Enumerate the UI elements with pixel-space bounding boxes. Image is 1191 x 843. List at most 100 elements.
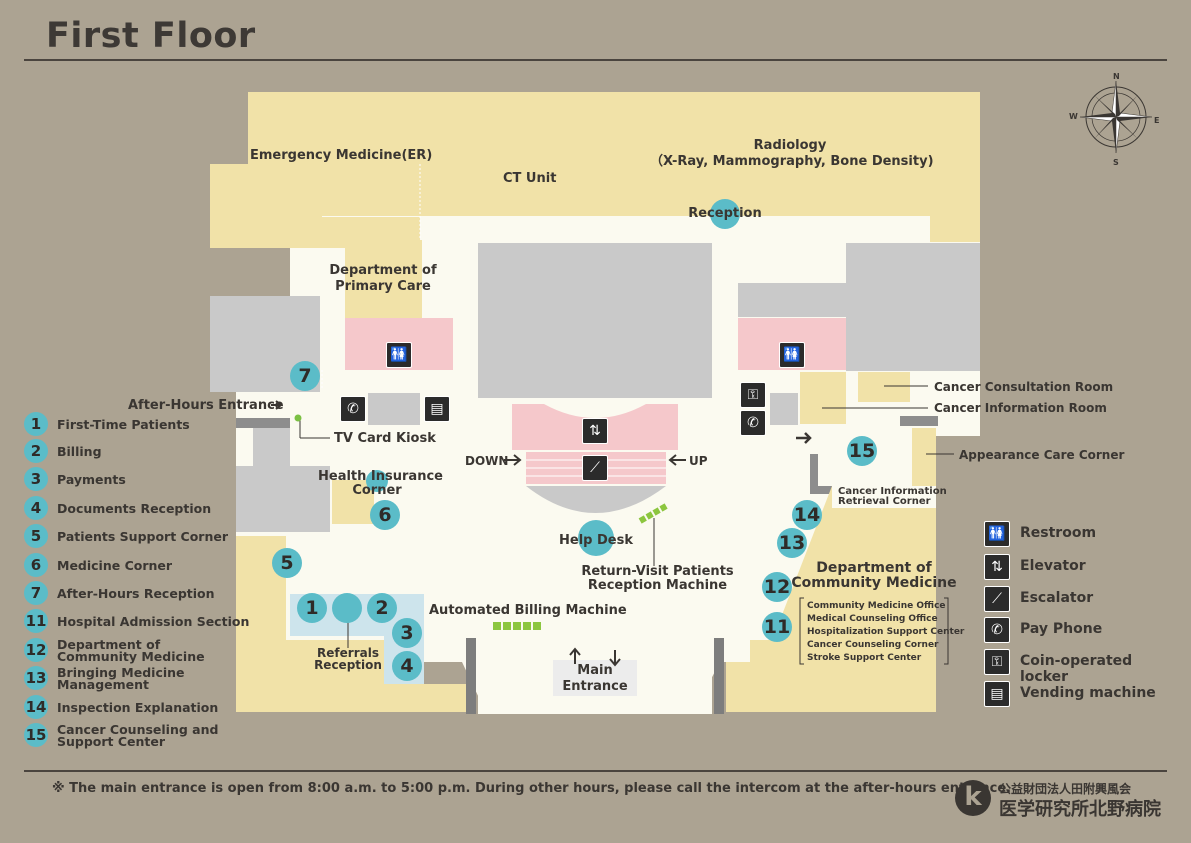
label-main-1: Main [577, 663, 613, 678]
restroom-icon: 🚻 [386, 342, 412, 368]
legend-restroom: Restroom [1020, 525, 1097, 541]
restroom-icon: 🚻 [779, 342, 805, 368]
label-radiology: Radiology [753, 138, 827, 153]
community-sub-2: Medical Counseling Office [807, 614, 938, 624]
legend-badge-2: 2 [24, 439, 48, 463]
legend-label-11: Hospital Admission Section [57, 614, 250, 629]
map-badge-2: 2 [367, 593, 397, 623]
label-return-visit-2: Reception Machine [587, 578, 728, 593]
escalator-icon: ⟋ [984, 586, 1010, 612]
legend-badge-13: 13 [24, 666, 48, 690]
legend-label-15b: Support Center [57, 734, 166, 749]
community-sub-4: Cancer Counseling Corner [807, 640, 939, 650]
legend-label-6: Medicine Corner [57, 558, 173, 573]
restroom-icon: 🚻 [984, 521, 1010, 547]
compass-e: E [1154, 116, 1160, 125]
legend-vending: Vending machine [1020, 685, 1156, 701]
right-gray-block [846, 243, 980, 371]
map-badge-referrals [332, 593, 362, 623]
community-sub-3: Hospitalization Support Center [807, 627, 965, 637]
label-health-ins-2: Corner [352, 483, 402, 498]
legend-badge-11: 11 [24, 609, 48, 633]
legend-label-1: First-Time Patients [57, 417, 190, 432]
compass-w: W [1069, 112, 1078, 121]
legend-escalator: Escalator [1020, 590, 1094, 606]
label-up: UP [689, 454, 708, 468]
legend-badge-1: 1 [24, 412, 48, 436]
cancer-info-room [800, 372, 846, 424]
map-badge-7: 7 [290, 361, 320, 391]
compass-s: S [1113, 158, 1119, 167]
map-badge-11: 11 [762, 612, 792, 642]
map-badge-3: 3 [392, 618, 422, 648]
map-badge-12: 12 [762, 572, 792, 602]
compass-n: N [1113, 72, 1120, 81]
legend-label-5: Patients Support Corner [57, 529, 229, 544]
label-cancer-retrieval-1: Cancer Information [838, 486, 947, 497]
legend-badge-7: 7 [24, 581, 48, 605]
label-return-visit-1: Return-Visit Patients [581, 564, 734, 579]
legend-label-2: Billing [57, 444, 102, 459]
vending-machine-icon: ▤ [984, 681, 1010, 707]
pay-phone-icon: ✆ [740, 410, 766, 436]
label-health-ins-1: Health Insurance [318, 469, 443, 484]
health-ins-marker [366, 470, 388, 492]
label-community-1: Department of [816, 560, 932, 576]
label-reception: Reception [688, 206, 762, 221]
elevator-icon: ⇅ [582, 418, 608, 444]
label-tv-kiosk: TV Card Kiosk [334, 431, 436, 446]
label-cancer-info: Cancer Information Room [934, 401, 1107, 415]
label-referrals-1: Referrals [317, 646, 379, 660]
map-badge-1: 1 [297, 593, 327, 623]
help-desk-counter [526, 486, 666, 513]
map-badge-5: 5 [272, 548, 302, 578]
bottom-left-room [236, 536, 466, 712]
entrance-floor [478, 640, 712, 714]
logo-line1: 公益財団法人田附興風会 [999, 782, 1132, 796]
community-sub-5: Stroke Support Center [807, 653, 922, 663]
map-badge-6: 6 [370, 500, 400, 530]
label-radiology-sub: （X-Ray, Mammography, Bone Density) [650, 154, 934, 169]
legend-badge-5: 5 [24, 524, 48, 548]
logo-mark: k [955, 780, 991, 816]
label-primary-2: Primary Care [335, 279, 431, 294]
reception-marker [710, 199, 740, 229]
help-desk-marker [578, 520, 614, 556]
label-ct: CT Unit [503, 171, 557, 186]
legend-badge-3: 3 [24, 467, 48, 491]
elevator-icon: ⇅ [984, 554, 1010, 580]
label-cancer-consult: Cancer Consultation Room [934, 380, 1114, 394]
label-cancer-retrieval-2: Retrieval Corner [838, 496, 931, 507]
page-title: First Floor [46, 16, 256, 56]
map-badge-14: 14 [792, 500, 822, 530]
legend-badge-12: 12 [24, 638, 48, 662]
coin-locker-icon: ⚿ [740, 382, 766, 408]
primary-care-room [345, 240, 422, 318]
compass [1079, 80, 1153, 154]
er-room [210, 92, 590, 248]
appearance-corner [912, 428, 936, 486]
center-gray-block [478, 243, 712, 398]
legend-badge-6: 6 [24, 553, 48, 577]
community-sub-1: Community Medicine Office [807, 601, 946, 611]
legend-coin-locker: Coin-operated locker [1020, 653, 1133, 685]
legend-label-14: Inspection Explanation [57, 700, 219, 715]
legend-badge-4: 4 [24, 496, 48, 520]
label-help-desk: Help Desk [559, 533, 633, 548]
legend-label-3: Payments [57, 472, 126, 487]
label-appearance: Appearance Care Corner [959, 448, 1125, 462]
legend-badge-15: 15 [24, 723, 48, 747]
community-medicine-room [726, 486, 936, 712]
label-community-2: Community Medicine [791, 575, 957, 591]
left-lower-gray [236, 466, 330, 532]
label-main-2: Entrance [562, 679, 628, 694]
escalator-icon: ⟋ [582, 455, 608, 481]
legend-label-7: After-Hours Reception [57, 586, 215, 601]
label-er: Emergency Medicine(ER) [250, 148, 433, 163]
map-badge-4: 4 [392, 651, 422, 681]
legend-label-13b: Management [57, 677, 150, 692]
vending-machine-icon: ▤ [424, 396, 450, 422]
legend-label-13: Bringing Medicine [57, 665, 185, 680]
